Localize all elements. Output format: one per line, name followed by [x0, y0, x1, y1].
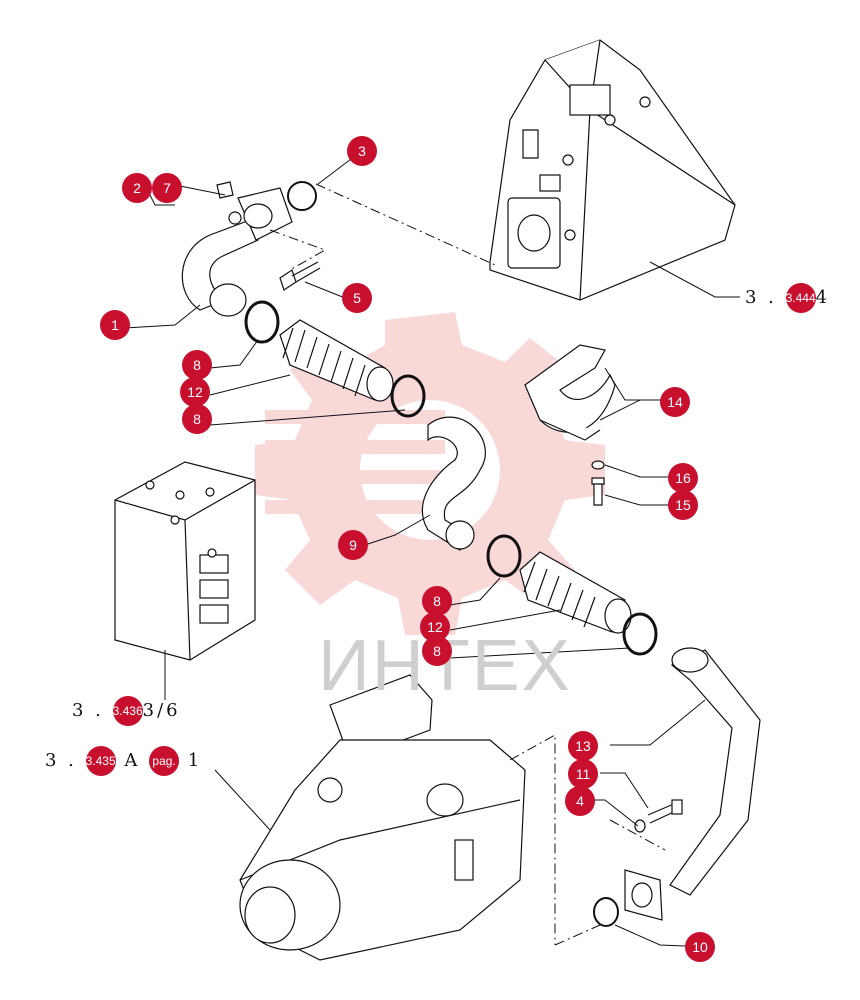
reference-suffix: 1 — [179, 750, 203, 771]
leader-lines — [124, 155, 740, 947]
callout-8b[interactable]: 8 — [182, 404, 212, 434]
reference-badge[interactable]: 3.444 — [785, 283, 816, 313]
screw — [279, 261, 321, 291]
oil-tank — [489, 39, 736, 301]
reference-prefix: 3 . — [45, 750, 86, 771]
callout-2[interactable]: 2 — [122, 173, 152, 203]
reference-mid: A — [115, 750, 150, 771]
hose-clamp — [622, 612, 658, 656]
callout-15[interactable]: 15 — [668, 490, 698, 520]
o-ring — [287, 181, 317, 211]
outlet-pipe — [624, 647, 761, 921]
callout-5[interactable]: 5 — [342, 283, 372, 313]
callout-7[interactable]: 7 — [152, 173, 182, 203]
corrugated-hose — [279, 319, 394, 402]
callout-14[interactable]: 14 — [660, 387, 690, 417]
reference-suffix: 4 — [815, 287, 831, 308]
suction-elbow-pipe — [181, 181, 293, 317]
callout-8d[interactable]: 8 — [422, 636, 452, 666]
reference-prefix: 3 . — [72, 700, 113, 721]
bolt — [634, 799, 683, 833]
s-bend-pipe — [421, 416, 486, 551]
reference-page-badge[interactable]: pag. — [149, 746, 180, 776]
hose-clamp — [486, 534, 522, 578]
callout-13[interactable]: 13 — [568, 731, 598, 761]
callout-4[interactable]: 4 — [565, 786, 595, 816]
reference-prefix: 3 . — [745, 287, 786, 308]
corrugated-hose — [519, 551, 632, 634]
reference-suffix: 3/6 — [142, 700, 181, 721]
bracket-screw — [591, 460, 605, 506]
hose-clamp — [390, 374, 426, 418]
callout-12a[interactable]: 12 — [180, 377, 210, 407]
callout-1[interactable]: 1 — [100, 310, 130, 340]
reference-badge[interactable]: 3.435 — [85, 746, 116, 776]
valve-block — [114, 461, 256, 661]
callout-8c[interactable]: 8 — [422, 586, 452, 616]
callout-16[interactable]: 16 — [668, 463, 698, 493]
callout-3[interactable]: 3 — [347, 136, 377, 166]
reference-badge[interactable]: 3.436 — [112, 696, 143, 726]
reference-pump: 3 . 3.435 A pag. 1 — [45, 746, 202, 776]
alignment-lines — [269, 183, 666, 946]
callout-11[interactable]: 11 — [568, 759, 598, 789]
callout-8a[interactable]: 8 — [182, 350, 212, 380]
reference-valve-block: 3 . 3.4363/6 — [72, 696, 181, 726]
hose-clamp — [244, 300, 280, 344]
callout-9[interactable]: 9 — [338, 530, 368, 560]
callout-10[interactable]: 10 — [685, 932, 715, 962]
hydraulic-pump — [239, 674, 526, 961]
o-ring — [593, 897, 619, 927]
reference-tank: 3 . 3.4444 — [745, 283, 830, 313]
